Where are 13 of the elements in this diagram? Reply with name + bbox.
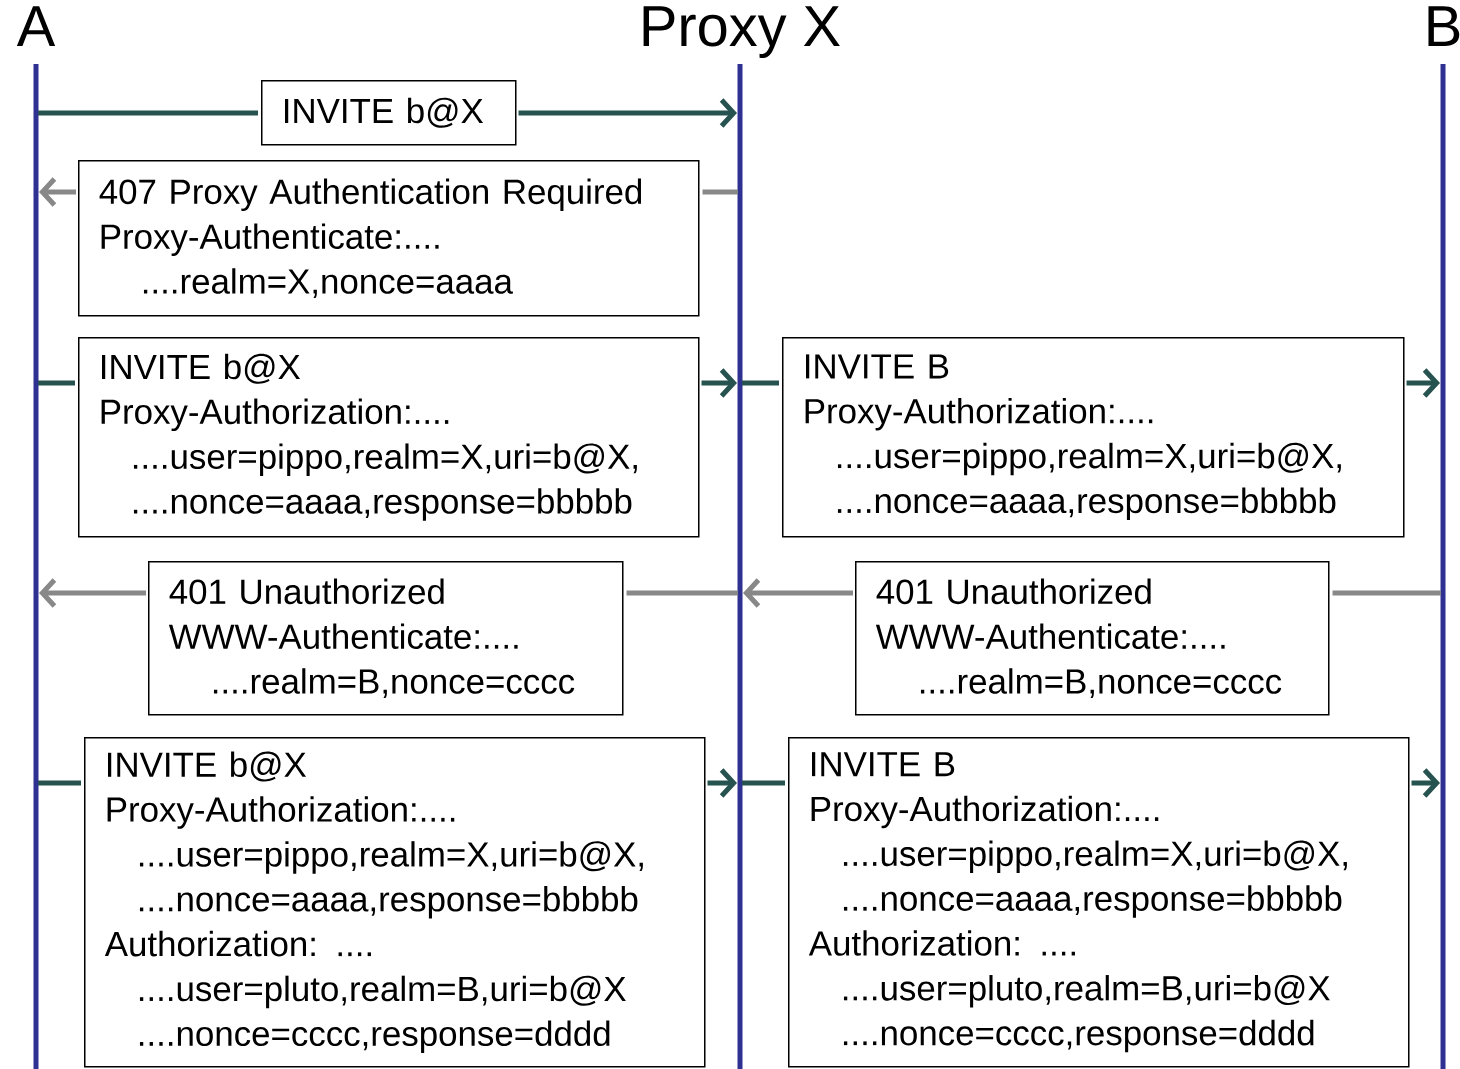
message-box: 401 Unauthorized WWW-Authenticate:.... ....realm=B,nonce=cccc [148, 561, 624, 716]
message-box: INVITE b@X [261, 80, 517, 146]
message-box: 407 Proxy Authentication Required Proxy-Authenticate:.... ....realm=X,nonce=aaaa [78, 160, 700, 317]
lifeline: A [16, 6, 56, 1069]
message-box: INVITE b@X Proxy-Authorization:.... ....user=pippo,realm=X,uri=b@X, ....nonce=aaaa,response=bbbbb Authorization: .... ....user=pluto,realm=B,uri=b@X ....nonce=cccc,response=dddd [84, 737, 706, 1068]
message-box: INVITE b@X Proxy-Authorization:.... ....user=pippo,realm=X,uri=b@X, ....nonce=aaaa,response=bbbbb [78, 337, 700, 538]
message-box: INVITE B Proxy-Authorization:.... ....user=pippo,realm=X,uri=b@X, ....nonce=aaaa,response=bbbbb Authorization: .... ....user=pluto,realm=B,uri=b@X ....nonce=cccc,response=dddd [788, 737, 1410, 1068]
lifeline: B [1428, 6, 1460, 1069]
arrow [518, 98, 737, 128]
message-box: 401 Unauthorized WWW-Authenticate:.... ....realm=B,nonce=cccc [855, 561, 1330, 716]
arrow [743, 578, 853, 608]
message-box: INVITE B Proxy-Authorization:.... ....user=pippo,realm=X,uri=b@X, ....nonce=aaaa,response=bbbbb [782, 337, 1405, 538]
arrow [39, 578, 146, 608]
